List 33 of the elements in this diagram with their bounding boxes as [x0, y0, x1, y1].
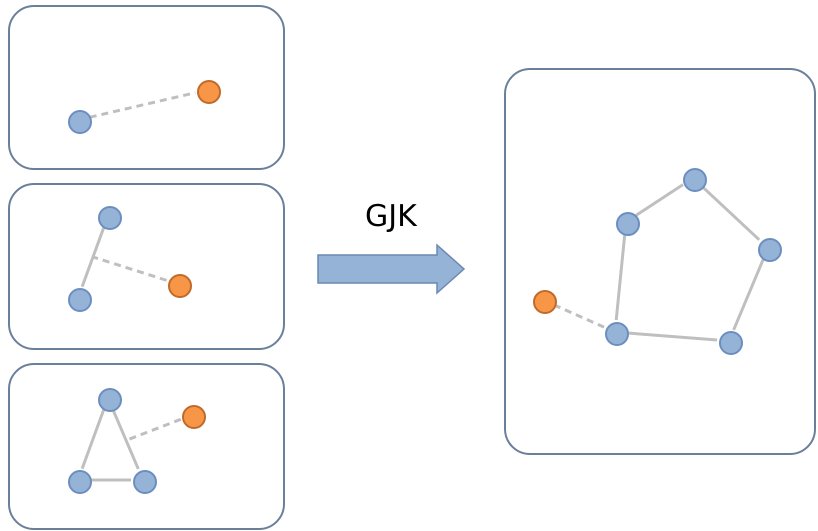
connector-line	[90, 478, 131, 482]
connector-line	[111, 408, 140, 470]
point-marker	[616, 212, 640, 236]
point-marker	[683, 168, 707, 192]
connector-line	[732, 258, 765, 331]
point-marker	[68, 470, 92, 494]
block-arrow	[317, 243, 466, 295]
panel-box	[504, 68, 816, 455]
panel-box	[8, 5, 285, 170]
connector-line	[626, 331, 718, 342]
point-marker	[197, 80, 221, 104]
point-marker	[98, 206, 122, 230]
dashed-line	[92, 256, 168, 282]
dashed-line	[89, 91, 196, 119]
dashed-line	[126, 418, 182, 442]
point-marker	[68, 288, 92, 312]
point-marker	[719, 331, 743, 355]
point-marker	[758, 238, 782, 262]
dashed-line	[553, 304, 605, 328]
connector-line	[635, 183, 684, 217]
connector-line	[80, 226, 106, 288]
connector-line	[614, 234, 626, 320]
panel-box	[8, 363, 285, 530]
point-marker	[133, 470, 157, 494]
point-marker	[605, 322, 629, 346]
connector-line	[80, 408, 106, 470]
connector-line	[700, 185, 760, 241]
point-marker	[533, 290, 557, 314]
point-marker	[168, 274, 192, 298]
point-marker	[68, 110, 92, 134]
panel-box	[8, 183, 285, 350]
point-marker	[182, 405, 206, 429]
point-marker	[98, 388, 122, 412]
